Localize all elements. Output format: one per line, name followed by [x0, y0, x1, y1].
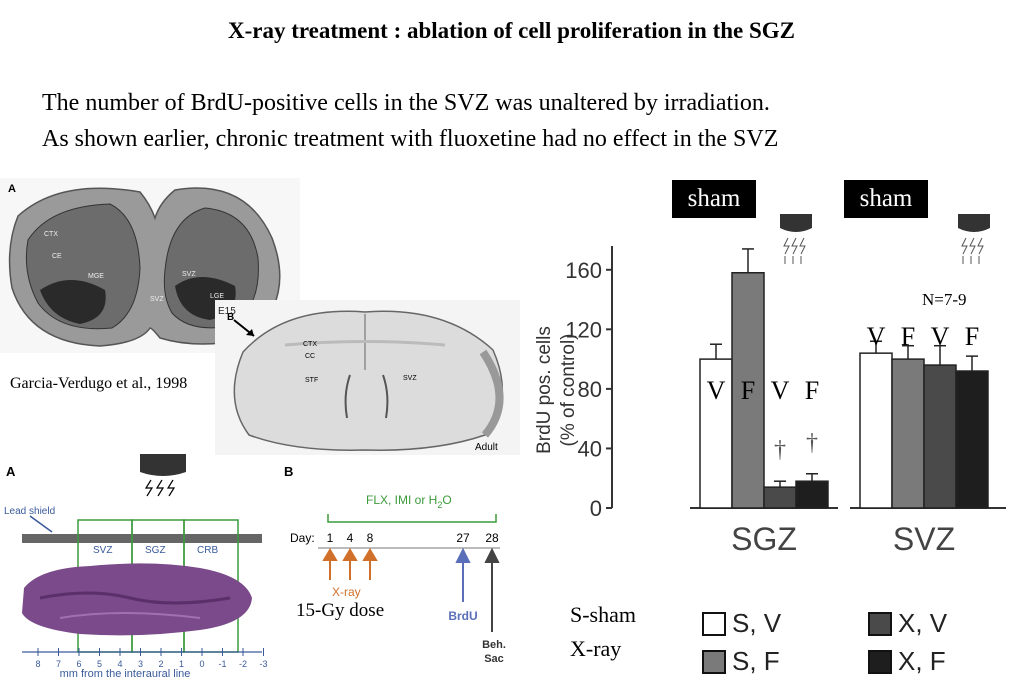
- day-4: 4: [347, 531, 354, 545]
- axis-tick-label: 5: [97, 659, 102, 669]
- region-crb: CRB: [197, 545, 218, 556]
- panel-a-label: A: [8, 183, 16, 195]
- region-sgz: SGZ: [145, 545, 166, 556]
- sgz-bar-letter-2: F: [741, 376, 755, 405]
- dose-label: 15-Gy dose: [296, 600, 385, 621]
- xray-icon-sgz: [780, 214, 812, 264]
- adult-brain-figure: B Adult CTX CC STF SVZ: [215, 300, 520, 455]
- label-svz-b: SVZ: [403, 375, 417, 382]
- legend-swatch-x-v: [868, 612, 892, 636]
- legend-label-x-f: X, F: [898, 646, 946, 676]
- svz-bar-2: [891, 358, 925, 509]
- sgz-bar-letter-4: F: [805, 376, 819, 405]
- adult-label: Adult: [475, 442, 498, 453]
- xray-source-icon: [140, 454, 186, 476]
- xray-icon-svz: [958, 214, 990, 264]
- day-27: 27: [456, 531, 470, 545]
- lead-shield-bar: [22, 534, 262, 543]
- slide-title: X-ray treatment : ablation of cell proli…: [227, 18, 796, 43]
- axis-label-interaural: mm from the interaural line: [60, 668, 191, 680]
- setup-panel-label: A: [6, 464, 16, 479]
- label-svz-a1: SVZ: [150, 296, 164, 303]
- citation: Garcia-Verdugo et al., 1998: [10, 375, 188, 392]
- axis-tick-label: -2: [239, 659, 247, 669]
- e15-arrow-icon: [233, 319, 255, 337]
- axis-tick-label: -1: [218, 659, 226, 669]
- lead-shield-label: Lead shield: [4, 506, 55, 517]
- day-8: 8: [367, 531, 374, 545]
- legend-xray-label: X-ray: [570, 636, 622, 661]
- axis-tick-label: 1: [179, 659, 184, 669]
- sgz-bar-3: [763, 486, 797, 509]
- legend-label-x-v: X, V: [898, 608, 948, 638]
- sgz-bar-letter-1: V: [707, 376, 726, 405]
- y-axis-label: BrdU pos. cells(% of control): [534, 326, 579, 454]
- axis-tick-label: 7: [56, 659, 61, 669]
- embryonic-brain-figure: A CTX CE MGE SVZ SVZ LGE: [0, 178, 300, 353]
- sgz-category-label: SGZ: [731, 521, 797, 557]
- legend-sham-label: S-sham: [570, 602, 636, 627]
- e15-label: E15: [218, 306, 236, 317]
- sgz-bar-4: [795, 480, 829, 509]
- brdu-day-label: BrdU: [448, 609, 477, 623]
- legend-label-s-v: S, V: [732, 608, 782, 638]
- sgz-annotation-3: †: [774, 437, 786, 463]
- sham-badge-svz: sham: [844, 180, 928, 218]
- label-stf: STF: [305, 377, 318, 384]
- n-label: N=7-9: [922, 290, 967, 309]
- svz-category-label: SVZ: [893, 521, 955, 557]
- axis-tick-label: 0: [199, 659, 204, 669]
- day-1: 1: [327, 531, 334, 545]
- label-ctx-a: CTX: [44, 231, 58, 238]
- label-mge: MGE: [88, 273, 104, 280]
- y-tick-label: 0: [590, 496, 602, 521]
- sham-badge-sgz: sham: [672, 180, 756, 218]
- subtitle-line-2: As shown earlier, chronic treatment with…: [42, 126, 779, 152]
- label-ce: CE: [52, 253, 62, 260]
- svz-bar-1: [859, 352, 893, 509]
- treatment-bracket: [327, 514, 497, 523]
- day-label: Day:: [290, 531, 315, 545]
- axis-tick-label: -3: [259, 659, 267, 669]
- sgz-bar-letter-3: V: [771, 376, 790, 405]
- legend-swatch-x-f: [868, 650, 892, 674]
- subtitle-line-1: The number of BrdU-positive cells in the…: [42, 90, 770, 116]
- y-tick-label: 120: [565, 317, 602, 342]
- svz-bar-letter-3: V: [931, 322, 950, 351]
- treatment-label: FLX, IMI or H2O: [366, 493, 452, 510]
- sac-label: Sac: [484, 653, 504, 665]
- svz-bar-3: [923, 364, 957, 509]
- y-tick-label: 160: [565, 258, 602, 283]
- label-lge: LGE: [210, 293, 224, 300]
- y-tick-label: 40: [578, 436, 602, 461]
- legend-swatch-s-f: [702, 650, 726, 674]
- axis-tick-label: 3: [138, 659, 143, 669]
- timeline-figure: B FLX, IMI or H2O Day: 1 4 8 27 28 X-ray…: [284, 464, 506, 665]
- axis-tick-label: 8: [35, 659, 40, 669]
- label-cc: CC: [305, 353, 315, 360]
- day-28: 28: [485, 531, 499, 545]
- sgz-annotation-4: †: [806, 430, 818, 456]
- legend-swatch-s-v: [702, 612, 726, 636]
- svz-bar-letter-1: V: [867, 322, 886, 351]
- svz-bar-letter-2: F: [901, 322, 915, 351]
- svz-bar-letter-4: F: [965, 322, 979, 351]
- panel-b-label: B: [227, 312, 234, 323]
- sgz-bar-1: [699, 358, 733, 509]
- beh-label: Beh.: [482, 639, 506, 651]
- region-svz: SVZ: [93, 545, 112, 556]
- timeline-panel-label: B: [284, 464, 293, 479]
- label-ctx-b: CTX: [303, 341, 317, 348]
- y-tick-label: 80: [578, 377, 602, 402]
- label-svz-a2: SVZ: [182, 271, 196, 278]
- axis-tick-label: 4: [117, 659, 122, 669]
- xray-day-label: X-ray: [332, 585, 361, 599]
- axis-tick-label: 2: [158, 659, 163, 669]
- svz-bar-4: [955, 370, 989, 509]
- axis-tick-label: 6: [76, 659, 81, 669]
- legend-label-s-f: S, F: [732, 646, 780, 676]
- irradiation-setup-figure: A Lead shield SVZ SGZ CRB 8 7 6 5 4 3 2 1 0 -1 -2 -…: [4, 454, 268, 680]
